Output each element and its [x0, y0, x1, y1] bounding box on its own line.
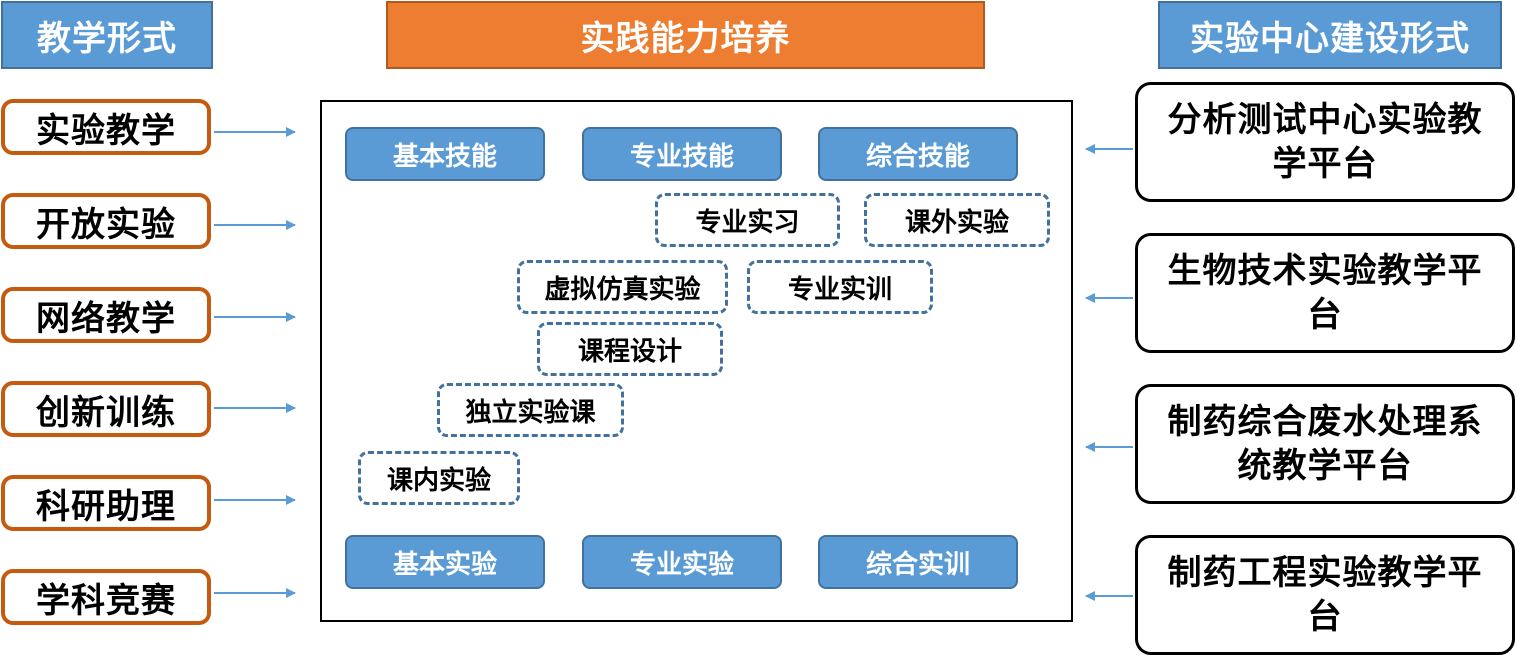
- platform-box: 制药综合废水处理系统教学平台: [1135, 384, 1515, 504]
- teaching-form-item: 学科竞赛: [1, 569, 211, 625]
- practice-item: 课程设计: [537, 322, 723, 376]
- teaching-form-item: 科研助理: [1, 475, 211, 531]
- platform-box: 制药工程实验教学平台: [1135, 535, 1515, 655]
- header-practice-ability: 实践能力培养: [386, 1, 985, 69]
- skill-box: 专业技能: [582, 127, 782, 181]
- header-teaching-forms: 教学形式: [1, 1, 213, 69]
- skill-box: 基本技能: [345, 127, 545, 181]
- practice-item: 课外实验: [864, 193, 1050, 247]
- teaching-form-item: 网络教学: [1, 287, 211, 343]
- skill-box: 综合技能: [818, 127, 1018, 181]
- platform-box: 分析测试中心实验教学平台: [1135, 82, 1515, 202]
- header-center-forms: 实验中心建设形式: [1158, 1, 1502, 69]
- practice-item: 课内实验: [358, 451, 520, 505]
- practice-item: 独立实验课: [437, 383, 624, 437]
- practice-item: 专业实习: [655, 193, 840, 247]
- teaching-form-item: 实验教学: [1, 99, 211, 155]
- platform-box: 生物技术实验教学平台: [1135, 233, 1515, 353]
- experiment-box: 基本实验: [345, 535, 545, 589]
- experiment-box: 综合实训: [818, 535, 1018, 589]
- practice-item: 虚拟仿真实验: [517, 260, 728, 314]
- experiment-box: 专业实验: [582, 535, 782, 589]
- practice-item: 专业实训: [747, 260, 933, 314]
- practice-frame: [320, 100, 1073, 622]
- teaching-form-item: 创新训练: [1, 381, 211, 437]
- teaching-form-item: 开放实验: [1, 193, 211, 249]
